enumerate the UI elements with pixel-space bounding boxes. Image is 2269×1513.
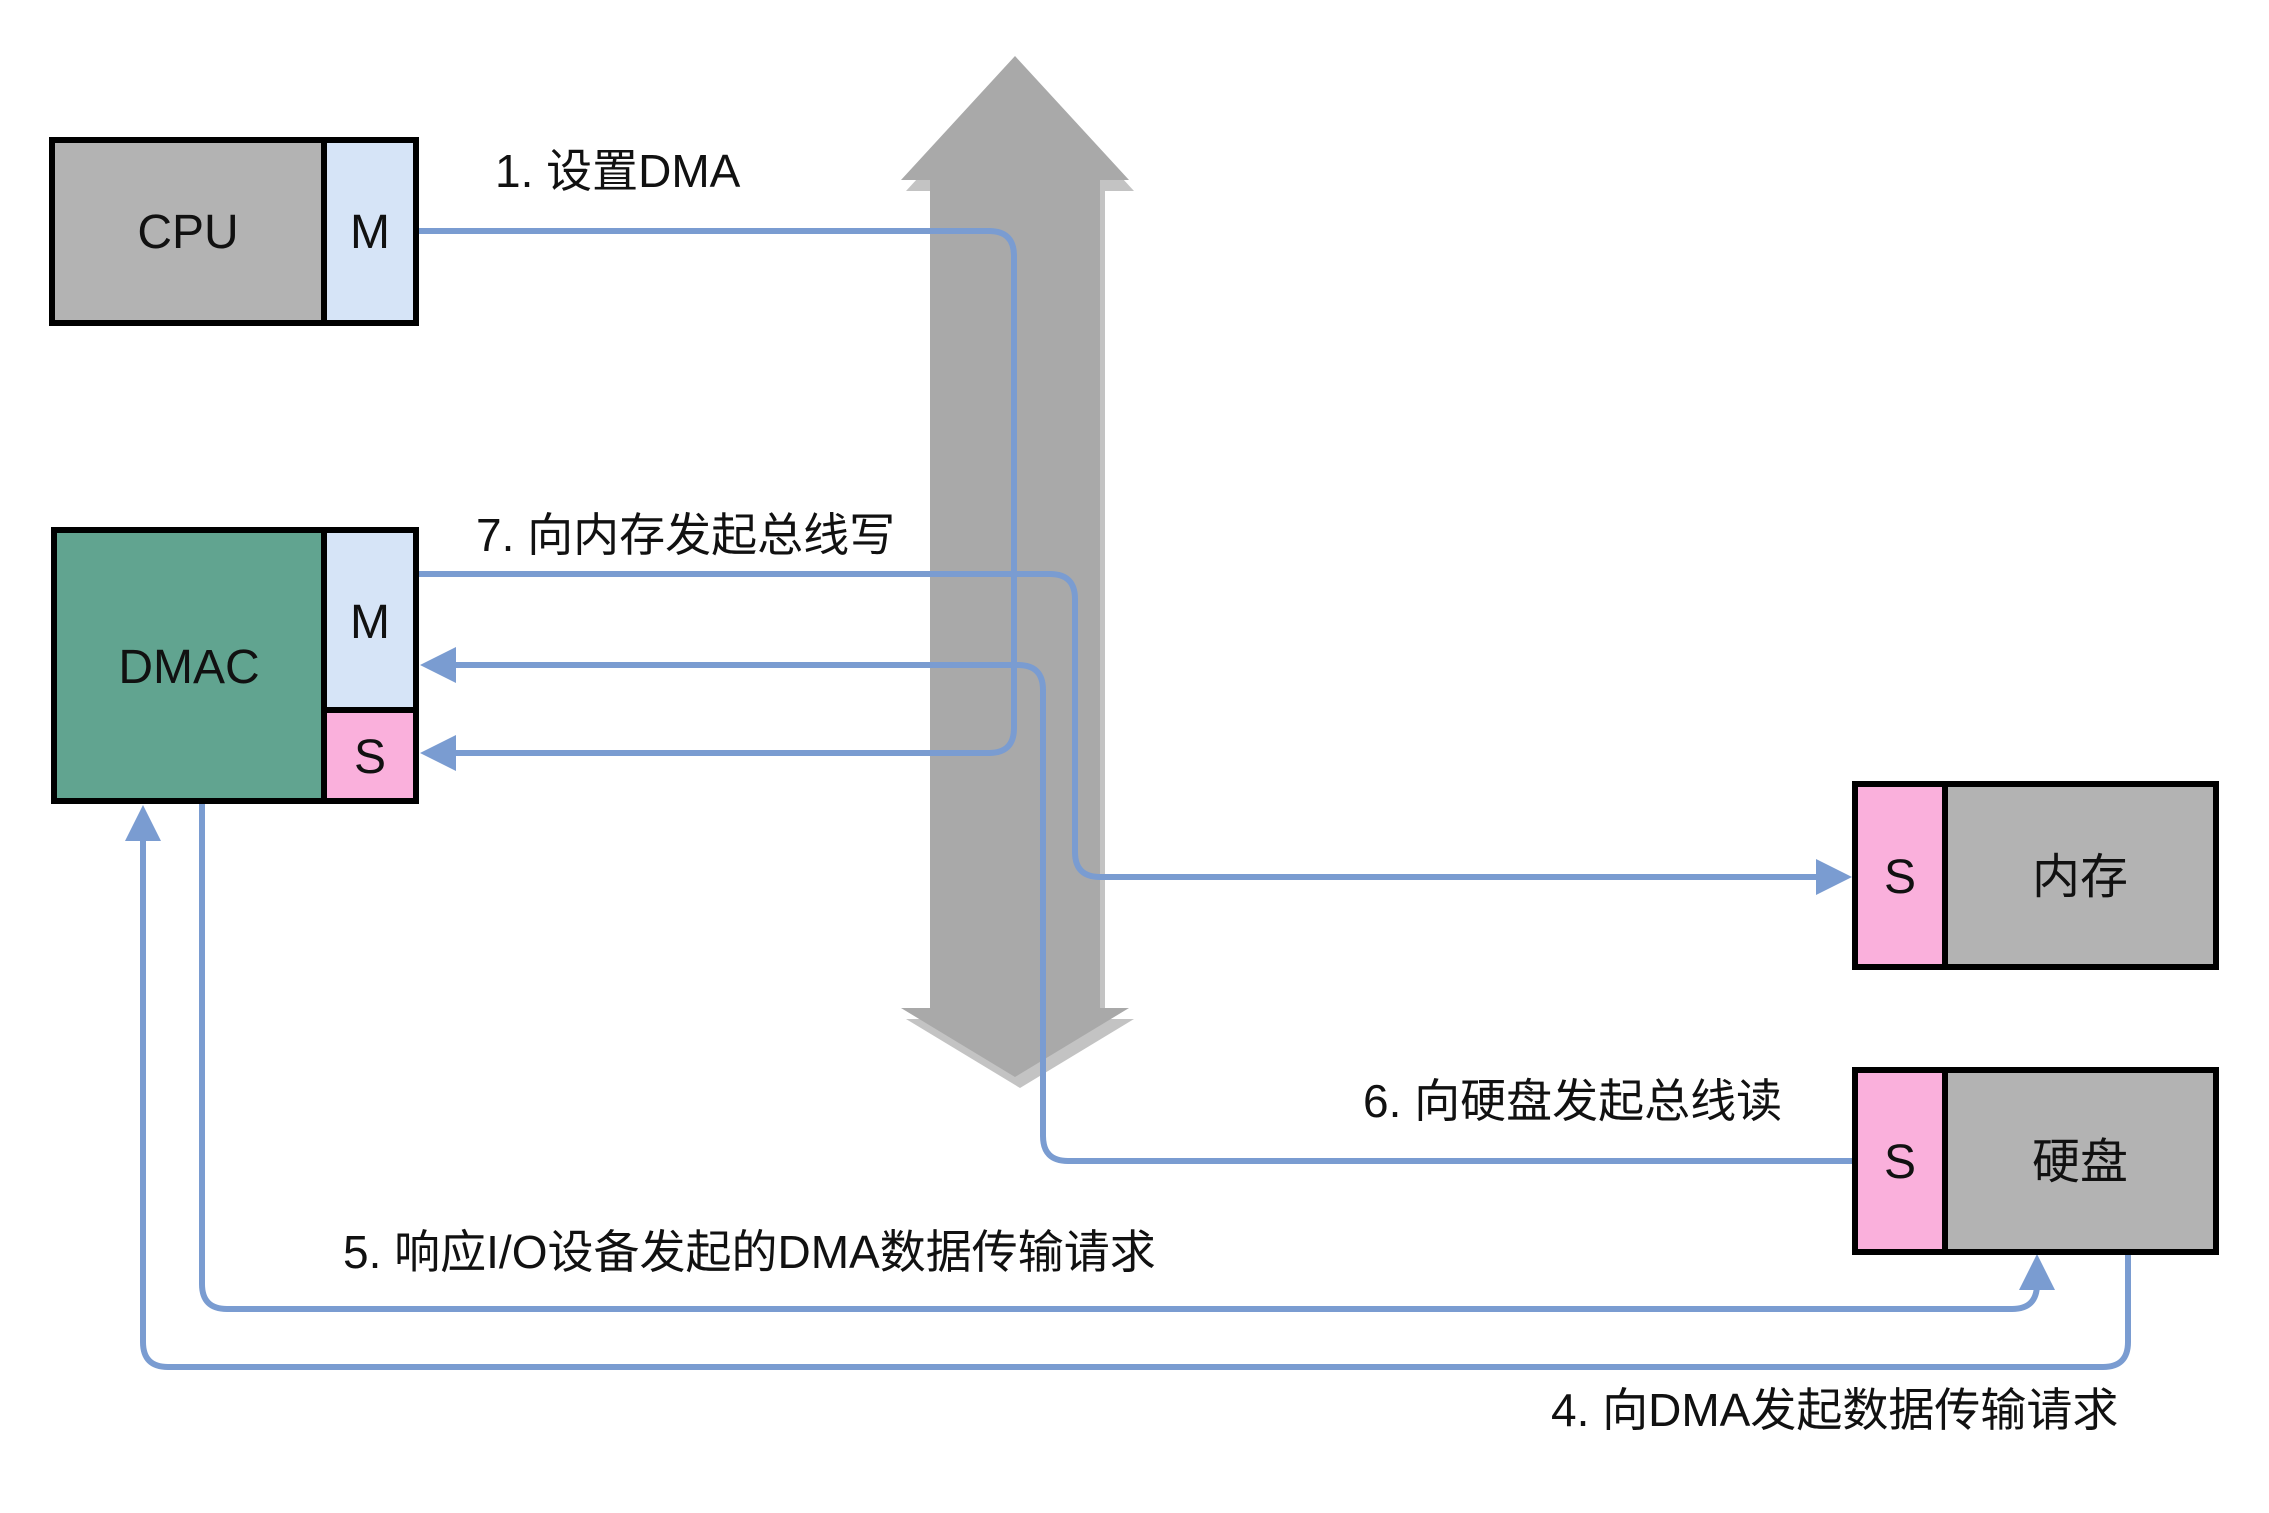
memory-body — [1945, 784, 2216, 967]
wire-step1-cpu-to-dmac-s — [417, 228, 1017, 756]
disk-label: 硬盘 — [2032, 1136, 2128, 1189]
memory-slave-port — [1855, 784, 1945, 967]
dmac-body — [54, 530, 324, 801]
cpu-master-port-label: M — [350, 206, 390, 259]
arrowhead-into-dmac-s — [420, 735, 456, 771]
disk-outline — [1852, 1067, 2219, 1255]
cpu-box: CPU M — [49, 137, 419, 326]
step7-label: 7. 向内存发起总线写 — [476, 509, 895, 561]
disk-body — [1945, 1070, 2216, 1252]
dmac-outline — [51, 527, 419, 804]
arrowhead-into-memory-s — [1816, 859, 1852, 895]
dmac-slave-port-label: S — [354, 731, 386, 784]
wire-step6-disk-s-to-dmac-m — [453, 662, 1852, 1164]
cpu-master-port — [324, 140, 416, 323]
dmac-master-port — [324, 530, 416, 710]
cpu-outline — [49, 137, 419, 326]
step1-label: 1. 设置DMA — [495, 145, 741, 197]
wire-step5-dmac-to-disk — [199, 804, 2040, 1312]
arrowhead-into-disk-bottom — [2019, 1254, 2055, 1290]
step5-label: 5. 响应I/O设备发起的DMA数据传输请求 — [343, 1226, 1156, 1278]
step6-label: 6. 向硬盘发起总线读 — [1363, 1075, 1782, 1127]
memory-label: 内存 — [2032, 851, 2128, 904]
memory-slave-port-label: S — [1884, 851, 1916, 904]
dmac-slave-port — [324, 710, 416, 801]
disk-slave-port — [1855, 1070, 1945, 1252]
dmac-master-port-label: M — [350, 596, 390, 649]
cpu-body — [52, 140, 324, 323]
dmac-box: DMAC M S — [51, 527, 419, 804]
disk-box: S 硬盘 — [1852, 1067, 2219, 1255]
wire-step4-disk-to-dmac — [140, 841, 2131, 1370]
dmac-label: DMAC — [118, 641, 259, 694]
wire-step7-dmac-m-to-memory-s — [417, 571, 1816, 880]
memory-outline — [1852, 781, 2219, 970]
cpu-label: CPU — [137, 206, 238, 259]
disk-slave-port-label: S — [1884, 1136, 1916, 1189]
arrowhead-into-dmac-m — [420, 647, 456, 683]
arrowhead-into-dmac-bottom — [125, 805, 161, 841]
memory-box: S 内存 — [1852, 781, 2219, 970]
step4-label: 4. 向DMA发起数据传输请求 — [1551, 1384, 2118, 1436]
